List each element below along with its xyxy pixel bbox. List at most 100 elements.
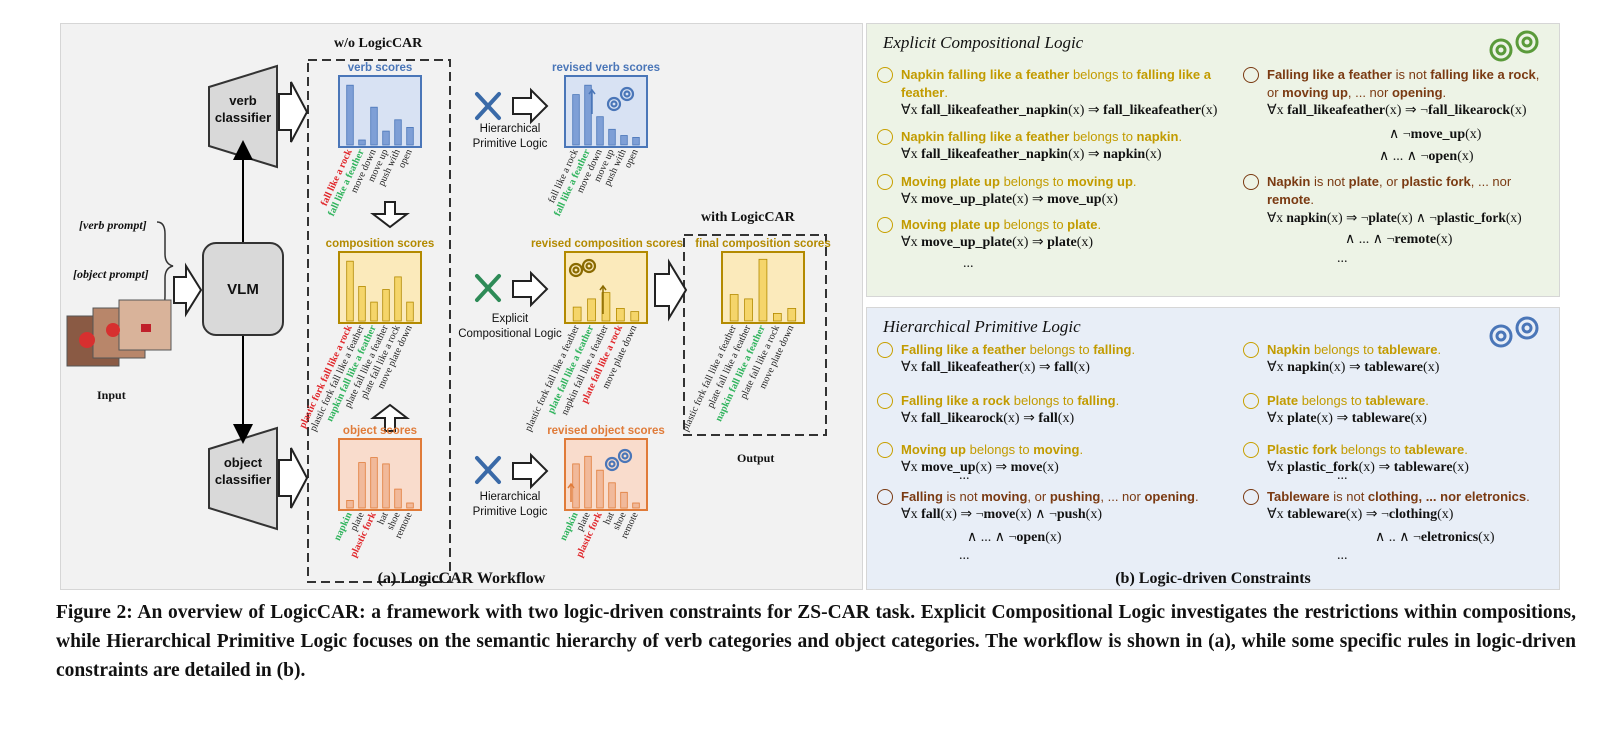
bar [394, 488, 402, 509]
block-arrow [173, 262, 203, 318]
hier-logic-label-bottom: Hierarchical Primitive Logic [472, 491, 548, 518]
hierarchical-logic-panel: Hierarchical Primitive Logic Falling lik… [866, 307, 1560, 590]
rule-text: Napkin falling like a feather belongs to… [901, 66, 1211, 102]
explicit-logic-label: Explicit Compositional Logic [458, 313, 562, 340]
gear-icon [1489, 316, 1539, 348]
rule-formula: ∀x tableware(x) ⇒ ¬clothing(x) [1267, 507, 1454, 522]
rule-text: Tableware is not clothing, ... nor eletr… [1267, 488, 1559, 506]
rule-item: Napkin belongs to tableware.∀x napkin(x)… [1243, 341, 1553, 377]
rule-subject: Moving plate up [901, 174, 1000, 189]
rule-object: tableware [1404, 442, 1465, 457]
rule-text: Plastic fork belongs to tableware. [1267, 441, 1553, 459]
bar [406, 127, 414, 146]
rule-relation: , or [1378, 174, 1402, 189]
rule-formula-cont: ∧ ... ∧ ¬open(x) [967, 530, 1062, 545]
bar [406, 502, 414, 509]
rule-object: plastic fork [1401, 174, 1471, 189]
vlm-label: VLM [227, 280, 259, 298]
rule-relation: belongs to [999, 217, 1068, 232]
rule-relation: belongs to [999, 174, 1068, 189]
rule-object: falling [1077, 393, 1116, 408]
rule-end: . [1437, 342, 1442, 357]
verb-scores-title: verb scores [347, 62, 413, 74]
wo-logiccar-box [307, 59, 451, 583]
circle-marker [877, 217, 893, 233]
rule-relation: is not [1392, 67, 1431, 82]
rule-relation: belongs to [1069, 129, 1137, 144]
rule-item: Napkin falling like a feather belongs to… [877, 128, 1217, 164]
bar [358, 285, 366, 322]
vlm-box: VLM [202, 242, 284, 336]
rule-item: Moving up belongs to moving.∀x move_up(x… [877, 441, 1227, 477]
rule-object: clothing, ... nor eletronics [1367, 489, 1527, 504]
rule-formula: ∀x fall_likearock(x) ⇒ fall(x) [901, 411, 1075, 426]
rule-relation: , ... nor [1100, 489, 1145, 504]
rule-item: Plate belongs to tableware.∀x plate(x) ⇒… [1243, 392, 1553, 428]
bar [394, 276, 402, 322]
bar [370, 457, 378, 509]
rule-item: Falling like a feather is not falling li… [1243, 66, 1553, 120]
bar [572, 463, 580, 509]
circle-marker [1243, 342, 1259, 358]
input-video-frames [66, 299, 172, 367]
circle-marker [1243, 489, 1259, 505]
rule-subject: Moving plate up [901, 217, 1000, 232]
caption-a: (a) LogicCAR Workflow [377, 570, 546, 587]
rule-formula: ∀x move_up_plate(x) ⇒ move_up(x) [901, 192, 1118, 207]
rule-item: Moving plate up belongs to moving up.∀x … [877, 173, 1217, 209]
rule-formula-cont: ∧ .. ∧ ¬eletronics(x) [1375, 530, 1495, 545]
rule-formula-cont: ∧ ... ∧ ¬open(x) [1379, 149, 1474, 164]
figure-caption: Figure 2: An overview of LogicCAR: a fra… [56, 602, 1576, 681]
tools-icon [475, 274, 501, 302]
ellipsis: ... [1337, 251, 1348, 266]
block-arrow [654, 258, 688, 322]
rule-subject: Falling like a feather [1267, 67, 1392, 82]
object-classifier-label: object classifier [214, 455, 272, 487]
tick-label: hat [376, 510, 391, 526]
object-scores-frame [338, 438, 422, 511]
circle-marker [877, 174, 893, 190]
bar [406, 301, 414, 322]
bar [382, 130, 390, 146]
bar [630, 311, 640, 322]
bar [616, 307, 625, 322]
rule-text: Falling like a feather belongs to fallin… [901, 341, 1227, 359]
bar [572, 94, 580, 146]
rule-relation: , ... nor [1470, 174, 1512, 189]
rule-subject: Napkin falling like a feather [901, 67, 1070, 82]
rule-formula: ∀x move_up(x) ⇒ move(x) [901, 460, 1059, 475]
rule-object: plate [1348, 174, 1379, 189]
rule-relation: belongs to [1337, 442, 1405, 457]
bar [346, 260, 354, 322]
rule-object: pushing [1049, 489, 1101, 504]
tools-icon [475, 92, 501, 120]
rule-text: Falling like a feather is not falling li… [1267, 66, 1553, 102]
object-classifier-shape [208, 426, 278, 531]
object-scores-title: object scores [342, 425, 418, 437]
wo-logiccar-title: w/o LogicCAR [334, 36, 423, 51]
revised-composition-scores-title: revised composition scores [530, 238, 684, 250]
rule-formula: ∀x fall(x) ⇒ ¬move(x) ∧ ¬push(x) [901, 507, 1102, 522]
rule-item: Napkin falling like a feather belongs to… [877, 66, 1217, 120]
prompt-brace [156, 221, 174, 311]
rule-text: Napkin falling like a feather belongs to… [901, 128, 1217, 146]
rule-object: falling like a rock [1430, 67, 1536, 82]
rule-relation: or [1267, 85, 1283, 100]
bar [601, 292, 611, 322]
rule-text: Napkin belongs to tableware. [1267, 341, 1553, 359]
gear-icon [1489, 30, 1539, 62]
rule-formula-cont: ∧ ¬move_up(x) [1389, 127, 1482, 142]
rule-end: . [1442, 85, 1447, 100]
block-arrow [512, 452, 549, 490]
rule-formula: ∀x fall_likeafeather(x) ⇒ fall(x) [901, 360, 1090, 375]
rule-formula-cont: ∧ ... ∧ ¬remote(x) [1345, 232, 1453, 247]
rule-text: Moving up belongs to moving. [901, 441, 1227, 459]
rule-text: Moving plate up belongs to plate. [901, 216, 1217, 234]
bar [370, 106, 378, 146]
ellipsis: ... [959, 468, 970, 483]
rule-relation: belongs to [1010, 393, 1078, 408]
circle-marker [877, 489, 893, 505]
rule-end: . [1526, 489, 1530, 504]
bar [758, 258, 768, 322]
rule-relation: belongs to [1069, 67, 1137, 82]
